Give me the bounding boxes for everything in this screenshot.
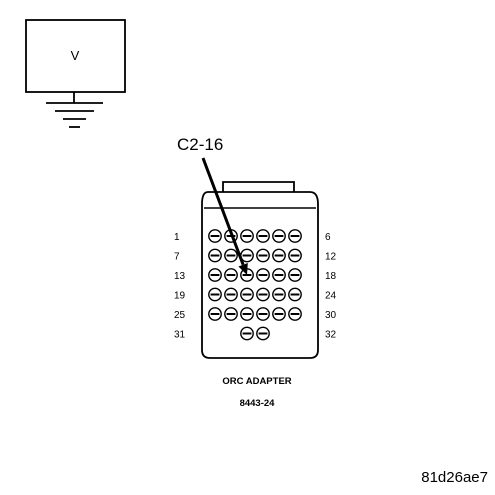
connector-pin	[256, 248, 270, 263]
adapter-part-number: 8443-24	[240, 398, 276, 409]
connector-pin	[256, 229, 270, 243]
callout-arrow-head	[238, 262, 248, 275]
connector-latch	[222, 181, 295, 192]
pin-number-right: 18	[325, 271, 337, 282]
callout-label: C2-16	[177, 135, 223, 154]
pin-number-left: 25	[174, 310, 186, 321]
connector-pin	[240, 307, 254, 321]
connector-pin	[288, 229, 302, 243]
pin-number-right: 32	[325, 330, 337, 341]
adapter-title: ORC ADAPTER	[222, 376, 291, 387]
connector-pin	[208, 248, 222, 263]
connector-pin	[256, 326, 270, 341]
pin-number-left: 31	[174, 330, 186, 341]
connector-pin	[240, 287, 254, 302]
image-code: 81d26ae7	[421, 469, 488, 486]
orc-adapter-connector: 1 6 7 12 13 18 19 24 25 30 31 32	[174, 181, 337, 359]
voltmeter-icon	[25, 19, 126, 93]
ground-icon	[46, 92, 103, 128]
connector-pin	[256, 307, 270, 321]
voltmeter-symbol: V	[71, 48, 80, 63]
pin-number-right: 12	[325, 252, 337, 263]
pin-grid	[208, 229, 302, 341]
voltmeter: V	[25, 19, 126, 93]
callout-arrow	[201, 157, 248, 275]
connector-pin	[272, 248, 286, 263]
connector-pin	[272, 287, 286, 302]
connector-pin	[288, 287, 302, 302]
connector-pin	[240, 326, 254, 341]
pin-number-left: 1	[174, 232, 180, 243]
connector-pin	[272, 268, 286, 282]
connector-pin	[224, 307, 238, 321]
pin-number-left: 19	[174, 291, 186, 302]
callout-arrow-line	[201, 157, 245, 266]
connector-pin	[288, 307, 302, 321]
connector-pin	[272, 229, 286, 243]
pin-number-left: 7	[174, 252, 180, 263]
connector-pin	[208, 268, 222, 282]
pin-number-right: 24	[325, 291, 337, 302]
connector-pin	[240, 229, 254, 243]
connector-pin	[208, 229, 222, 243]
connector-pin	[256, 268, 270, 282]
connector-pin	[224, 287, 238, 302]
connector-pin	[256, 287, 270, 302]
pin-number-left: 13	[174, 271, 186, 282]
pin-number-labels: 1 6 7 12 13 18 19 24 25 30 31 32	[174, 232, 337, 341]
connector-pin	[208, 287, 222, 302]
connector-pin	[272, 307, 286, 321]
pin-number-right: 6	[325, 232, 331, 243]
connector-pin	[224, 268, 238, 282]
connector-pin	[288, 268, 302, 282]
pin-number-right: 30	[325, 310, 337, 321]
connector-pin	[208, 307, 222, 321]
connector-pin	[288, 248, 302, 263]
connector-pin	[224, 248, 238, 263]
